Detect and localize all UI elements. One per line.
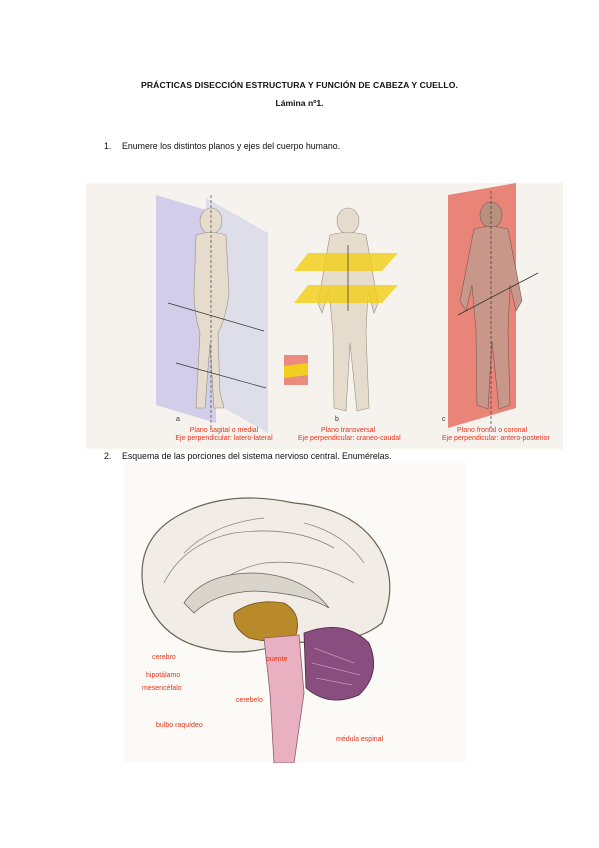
caption-line: Plano sagital o medial — [189, 427, 259, 434]
label-hipotalamo: hipotálamo — [146, 672, 181, 679]
label-mesencefalo: mesencéfalo — [142, 685, 182, 692]
label-puente: puente — [266, 656, 288, 663]
caption-line: Eje perpendicular: antero-posterior — [442, 435, 550, 442]
brain-section-figure: cerebro hipotálamo mesencéfalo cerebelo … — [124, 463, 466, 763]
label-medula: médula espinal — [336, 736, 384, 743]
brainstem — [263, 634, 305, 763]
panel-letter-b: b — [335, 416, 339, 423]
question-2: 2. Esquema de las porciones del sistema n… — [104, 451, 391, 461]
caption-line: Eje perpendicular: craneo-caudal — [298, 435, 401, 442]
caption-line: Plano transversal — [320, 427, 376, 434]
brain-illustration — [141, 497, 391, 763]
label-cerebro: cerebro — [152, 654, 176, 661]
panel-letter-a: a — [176, 416, 180, 423]
coronal-plane-panel — [448, 183, 539, 428]
sagittal-plane-panel — [156, 195, 268, 433]
body-planes-figure: Plano sagital o medial Eje perpendicular… — [86, 183, 563, 449]
body-planes-illustration — [156, 183, 539, 433]
cerebellum — [303, 627, 375, 701]
label-cerebelo: cerebelo — [236, 697, 263, 704]
corpus-callosum — [183, 572, 330, 614]
sagittal-plane-caption: Plano sagital o medial Eje perpendicular… — [174, 427, 274, 443]
caption-line: Eje perpendicular: latero-lateral — [175, 435, 273, 442]
document-subtitle: Lámina nº1. — [275, 98, 324, 108]
document-title: PRÁCTICAS DISECCIÓN ESTRUCTURA Y FUNCIÓN… — [141, 80, 458, 90]
question-text: Esquema de las porciones del sistema ner… — [122, 451, 392, 461]
question-number: 1. — [104, 141, 112, 151]
label-bulbo: bulbo raquídeo — [156, 722, 203, 729]
question-number: 2. — [104, 451, 112, 461]
question-text: Enumere los distintos planos y ejes del … — [122, 141, 341, 151]
coronal-plane-caption: Plano frontal o coronal Eje perpendicula… — [442, 427, 550, 443]
transverse-plane-panel — [284, 207, 398, 412]
panel-letter-c: c — [442, 416, 446, 423]
caption-line: Plano frontal o coronal — [456, 427, 528, 434]
question-1: 1. Enumere los distintos planos y ejes de… — [104, 141, 340, 151]
transverse-plane-caption: Plano transversal Eje perpendicular: cra… — [298, 427, 401, 443]
